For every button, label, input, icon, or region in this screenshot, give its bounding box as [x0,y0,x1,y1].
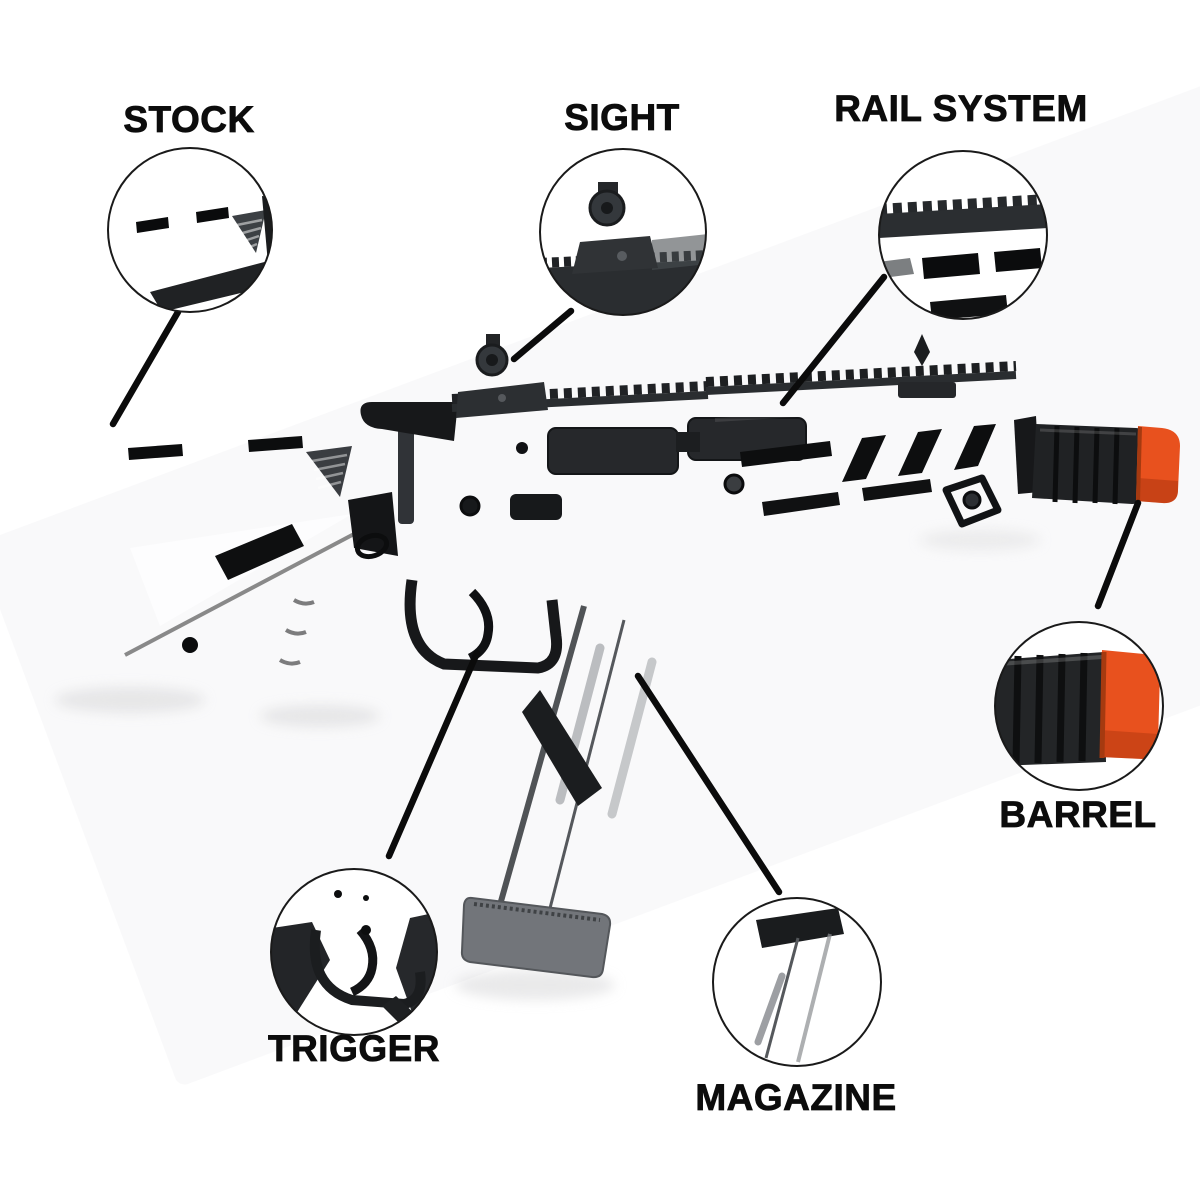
gun-sling-mount [942,474,1002,528]
gun-rail-handguard-part [705,361,1038,560]
sight-callout-line [510,307,575,363]
stock-callout-line [109,308,182,428]
rail-zoom-circle [878,150,1048,320]
stock-zoom-circle [107,147,273,313]
trigger-callout-line [385,649,481,860]
label-barrel: BARREL [999,794,1157,835]
airsoft-gun-illustration [29,334,1180,979]
barrel-zoom-circle [994,621,1164,791]
gun-stock-part [29,415,403,701]
photo-backdrop [0,70,1200,1085]
gun-barrel-suppressor [1014,416,1180,505]
trigger-zoom-circle [270,868,438,1036]
gun-buffer-tube [360,402,458,524]
label-rail-system: RAIL SYSTEM [834,88,1088,129]
label-magazine: MAGAZINE [695,1077,897,1118]
label-trigger: TRIGGER [267,1028,441,1069]
rail-callout-line [779,273,888,407]
label-sight: SIGHT [564,97,680,138]
callout-lines [109,273,1142,896]
gun-pistol-grip [270,556,396,714]
gun-orange-muzzle-tip [1136,426,1180,504]
gun-receiver-part [270,381,807,806]
gun-magazine-part [460,600,682,979]
gun-charging-handle [360,402,458,441]
label-stock: STOCK [123,99,255,140]
magazine-zoom-circle [712,897,882,1067]
magazine-callout-line [634,672,783,896]
gun-rear-sight [456,334,548,418]
sight-zoom-circle [539,148,707,316]
barrel-callout-line [1094,499,1142,610]
gun-front-sight [898,334,956,398]
